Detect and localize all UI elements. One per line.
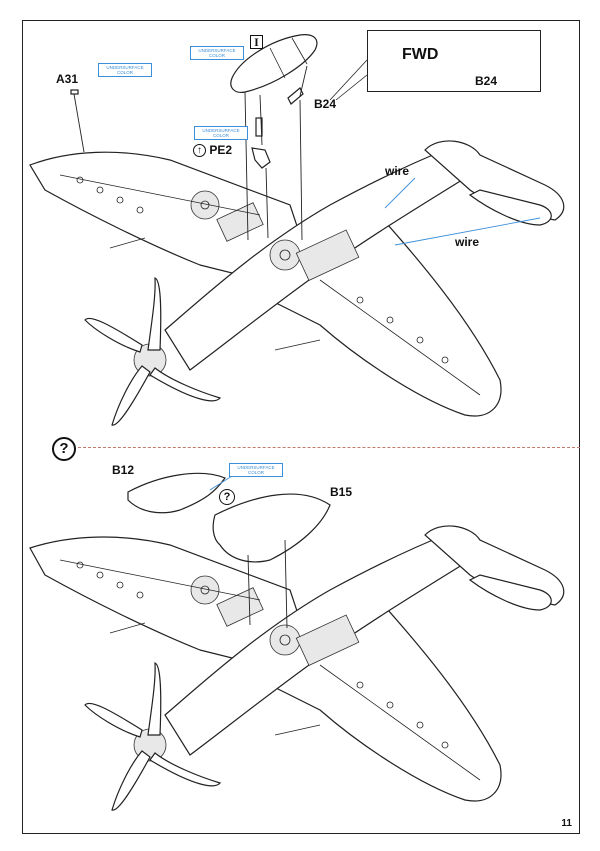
wire-label-1: wire bbox=[385, 164, 410, 178]
page-number: 11 bbox=[561, 818, 572, 829]
aircraft-bottom bbox=[29, 525, 565, 811]
drop-tank-part bbox=[230, 34, 318, 93]
panel-details-top bbox=[59, 174, 481, 396]
pe2-part-drawing bbox=[251, 147, 271, 169]
wheel-left-bottom bbox=[190, 575, 220, 605]
propeller-blade-2 bbox=[149, 367, 222, 402]
tail-plane-bottom bbox=[468, 574, 552, 611]
b15-part-drawing bbox=[212, 493, 331, 563]
color-note-a31: UNDERSURFACE COLOR bbox=[98, 63, 152, 77]
panel-details-bottom bbox=[59, 559, 481, 781]
aircraft-top bbox=[29, 140, 565, 426]
oil-cooler-top bbox=[216, 202, 264, 242]
part-label-b24: B24 bbox=[314, 97, 337, 111]
wheel-right-bottom bbox=[269, 624, 301, 656]
wheel-left-top bbox=[190, 190, 220, 220]
propeller-blade-4 bbox=[84, 317, 143, 353]
tail-bottom bbox=[424, 525, 565, 606]
part-label-a31: A31 bbox=[56, 72, 79, 86]
pe2-label-text: PE2 bbox=[209, 143, 233, 157]
color-note-pylon: UNDERSURFACE COLOR bbox=[194, 126, 248, 140]
small-part-top bbox=[255, 117, 263, 137]
wire-line-2 bbox=[394, 217, 541, 246]
tail-top bbox=[424, 140, 565, 221]
color-note-b15: UNDERSURFACE COLOR bbox=[229, 463, 283, 477]
cannon-left-top bbox=[109, 237, 146, 249]
fwd-label: FWD bbox=[402, 46, 439, 63]
part-question-icon: ? bbox=[219, 489, 235, 505]
part-label-pe2: ↑ PE2 bbox=[193, 143, 233, 158]
b24-part-drawing bbox=[287, 87, 304, 105]
wheel-right-top bbox=[269, 239, 301, 271]
tail-plane-top bbox=[468, 189, 552, 226]
part-label-b12: B12 bbox=[112, 463, 135, 477]
question-circle-icon: ? bbox=[52, 437, 76, 461]
callout-part-label-b24: B24 bbox=[475, 74, 498, 88]
part-label-b15: B15 bbox=[330, 485, 353, 499]
wire-label-2: wire bbox=[455, 235, 480, 249]
propeller-blade-3 bbox=[111, 365, 151, 426]
b12-part-drawing bbox=[127, 472, 226, 514]
step-divider bbox=[78, 447, 580, 448]
cannon-right-top bbox=[274, 339, 321, 351]
color-note-drop-tank: UNDERSURFACE COLOR bbox=[190, 46, 244, 60]
wire-line-1 bbox=[384, 177, 416, 209]
a31-part-drawing bbox=[70, 89, 85, 153]
b24-callout-box bbox=[367, 30, 541, 92]
propeller-blade-1 bbox=[147, 277, 162, 351]
page-frame bbox=[22, 20, 580, 834]
radiator-top bbox=[295, 229, 360, 281]
circle-arrow-icon: ↑ bbox=[193, 144, 206, 158]
roman-step-marker: I bbox=[250, 35, 263, 49]
